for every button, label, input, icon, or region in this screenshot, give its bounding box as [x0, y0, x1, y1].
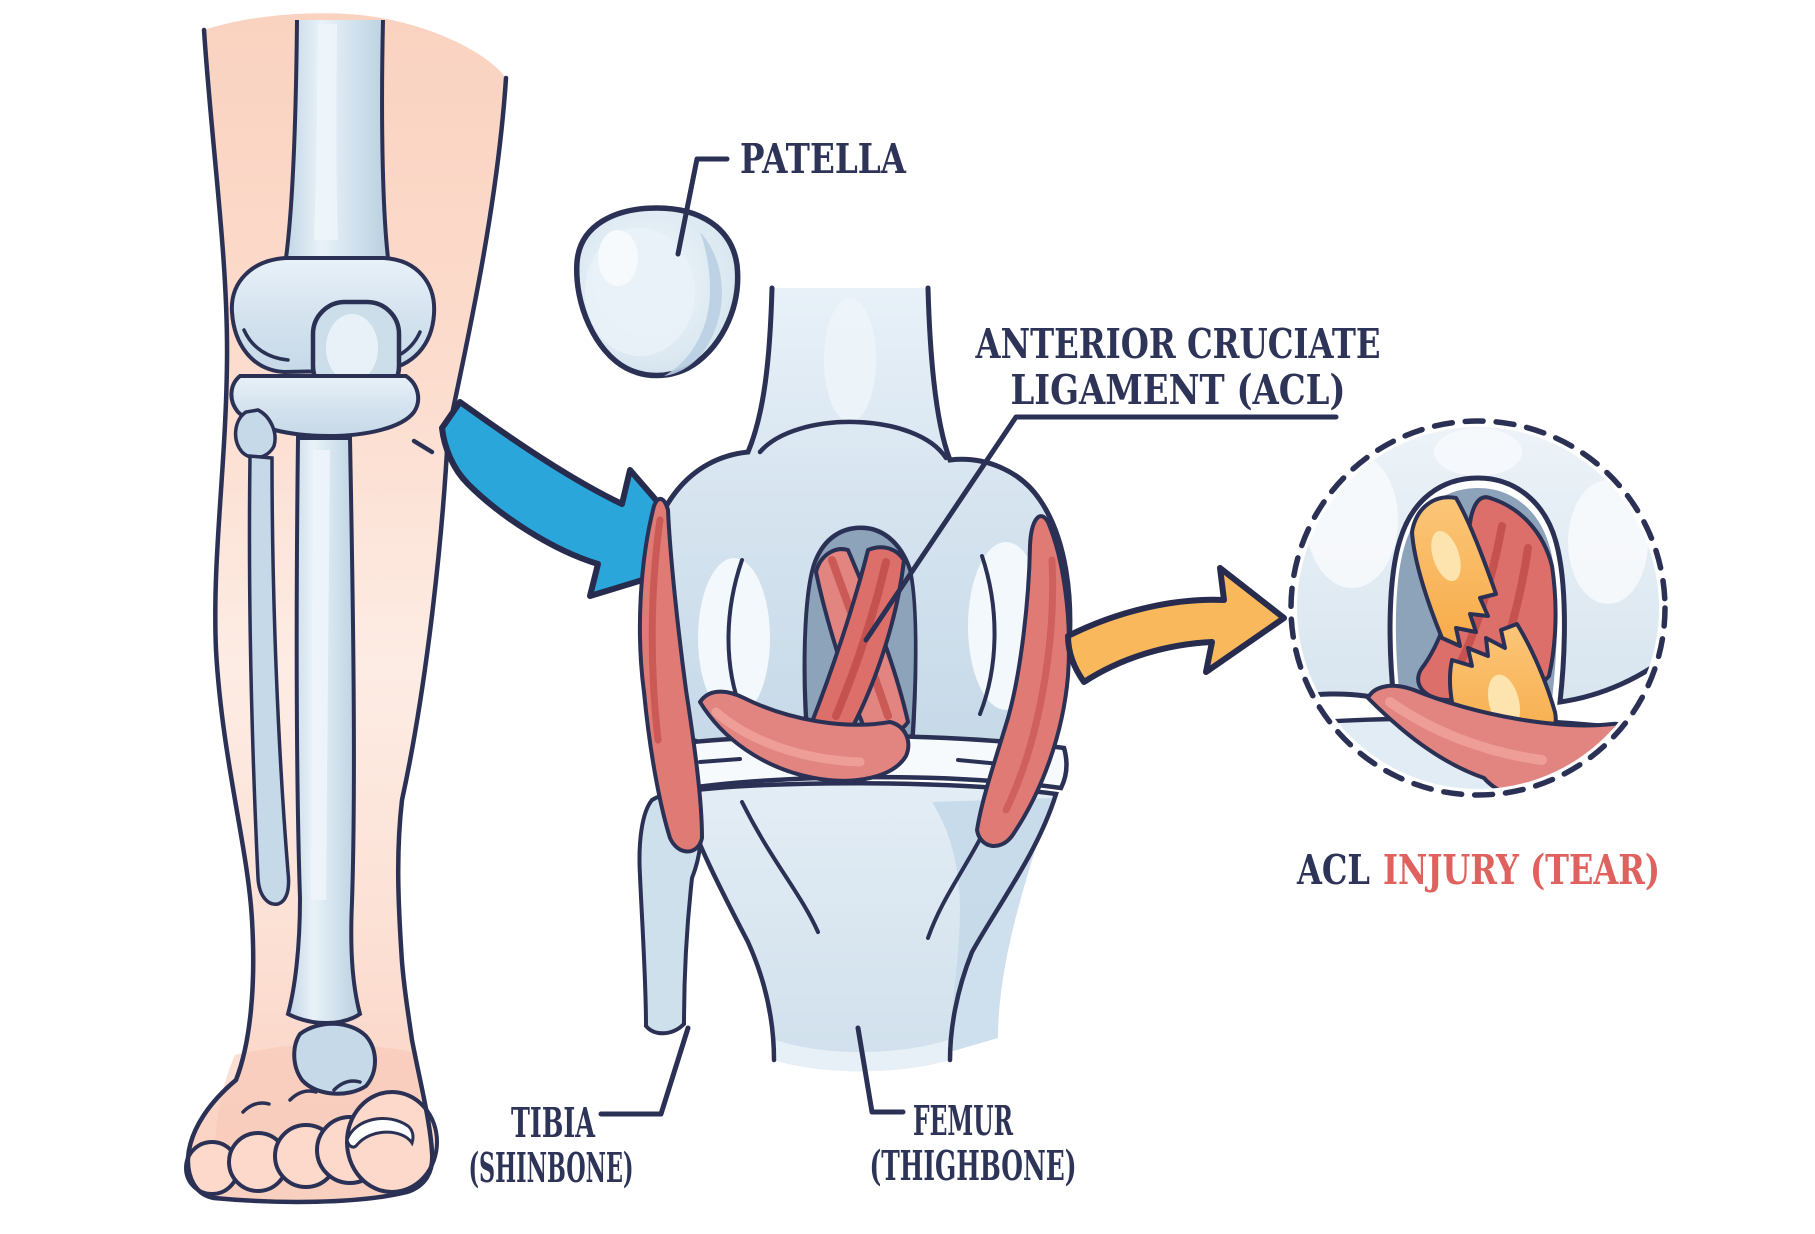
knee-skin-tick [411, 438, 435, 455]
patella-label: PATELLA [740, 135, 907, 183]
femur-leader-line [855, 1025, 906, 1115]
lcl-stripe [648, 516, 664, 744]
condyle-cleft-line [242, 328, 290, 362]
inset-bone-highlight-top [1434, 428, 1522, 476]
tibia-label: TIBIA [511, 1099, 596, 1147]
patella-small-highlight [326, 314, 378, 382]
femur-label: FEMUR [913, 1097, 1014, 1145]
femur-shaft-outline2 [380, 19, 390, 259]
injury-label-tear: INJURY (TEAR) [1383, 846, 1660, 894]
acl-label-line2: LIGAMENT (ACL) [1011, 366, 1346, 414]
medial-collateral-ligament [975, 514, 1072, 848]
condyle-highlight-left [698, 558, 770, 718]
toe-crease2 [288, 1089, 318, 1102]
femur-shaft-bone [286, 20, 388, 258]
inset-contents [1297, 427, 1659, 789]
femur-collar-arc [757, 419, 949, 461]
meniscus-dash [698, 757, 742, 764]
acl-tear-inset: ACL INJURY (TEAR) [1288, 418, 1668, 894]
leg-skin-outline [185, 27, 509, 1205]
inset-bone-highlight-right [1568, 480, 1648, 604]
toe-crease [241, 1101, 271, 1114]
tibia-shaft-highlight [311, 450, 330, 900]
tibia-callout: TIBIA (SHINBONE) [469, 1025, 691, 1192]
patella-leader-line [675, 156, 730, 257]
acl-leader-line [863, 414, 1339, 643]
femur-sublabel: (THIGHBONE) [870, 1142, 1077, 1190]
toenail [345, 1117, 415, 1149]
mcl-stripe [1002, 556, 1057, 814]
ribbon-stripe [711, 707, 865, 767]
yellow-arrow-icon [1065, 565, 1287, 685]
patella-rim-shade [664, 232, 722, 376]
fibula-shaft-bone [247, 454, 291, 906]
acl-label-line1: ANTERIOR CRUCIATE [975, 320, 1381, 368]
knee-joint-detail [637, 285, 1073, 1072]
femur-callout: FEMUR (THIGHBONE) [855, 1025, 1077, 1190]
fibula-head-bone [233, 408, 277, 460]
inset-dashed-border [1288, 418, 1668, 798]
leg-skeleton [229, 19, 437, 1096]
patella-callout: PATELLA [574, 135, 907, 379]
tibia-leader-line [598, 1025, 691, 1117]
shaft-highlight [824, 298, 876, 422]
blue-arrow-icon [439, 399, 711, 599]
foot-toes [184, 1079, 439, 1196]
femur-shaft-outline [284, 19, 299, 259]
leg-overview-illustration [184, 13, 509, 1205]
inset-acl-upper-highlight [1431, 530, 1461, 582]
tibia-inner-line-left [740, 800, 820, 934]
patella-highlight [598, 230, 638, 286]
blue-arrow-shape [439, 399, 711, 599]
injury-label-acl: ACL [1296, 846, 1370, 894]
talus-bone [292, 1021, 377, 1096]
condyle-inner-curve-right [978, 554, 997, 716]
yellow-arrow-shape [1065, 565, 1287, 685]
toe-crease3 [332, 1079, 362, 1092]
femur-shaft-highlight [314, 24, 338, 240]
inset-ribbon-stripe [1385, 697, 1547, 765]
tibia-sublabel: (SHINBONE) [469, 1144, 634, 1192]
acl-callout: ANTERIOR CRUCIATE LIGAMENT (ACL) [863, 320, 1381, 643]
